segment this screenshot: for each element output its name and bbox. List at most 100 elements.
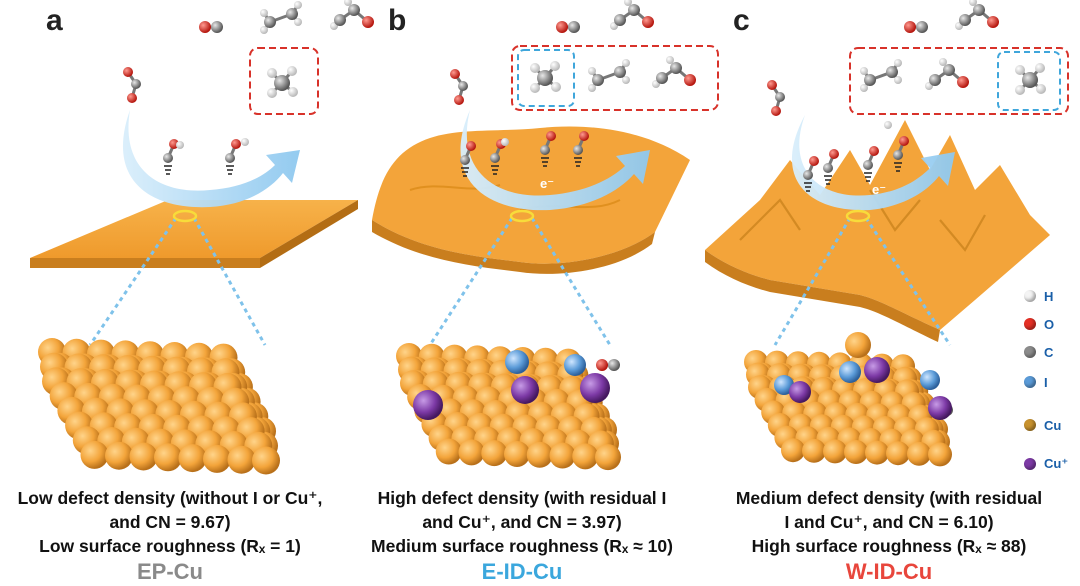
- carbon-atom: [656, 72, 668, 84]
- panel-a-surface: [30, 200, 358, 268]
- oxygen-atom-icon: [1024, 318, 1036, 330]
- oxygen-atom: [684, 74, 696, 86]
- copper-atom: [227, 445, 256, 474]
- copper-atom: [129, 442, 158, 471]
- hydrogen-atom: [501, 138, 509, 146]
- hydrogen-atom: [288, 87, 298, 97]
- legend-item-cuplus: Cu⁺: [1024, 452, 1068, 476]
- caption-c: Medium defect density (with residual I a…: [714, 486, 1064, 558]
- carbon-atom: [614, 14, 626, 26]
- hydrogen-atom: [550, 61, 560, 71]
- panel-letter-c: c: [733, 4, 750, 37]
- carbon-atom: [568, 21, 580, 33]
- oxygen-atom: [454, 95, 464, 105]
- oxygen-atom: [466, 141, 476, 151]
- carbon-atom: [916, 21, 928, 33]
- oxygen-atom: [957, 76, 969, 88]
- hydrogen-atom: [624, 0, 632, 6]
- hydrogen-atom: [1036, 84, 1046, 94]
- carbon-atom: [334, 14, 346, 26]
- carbon-atom: [458, 81, 468, 91]
- adsorption-marker: [894, 162, 902, 172]
- copper-atom: [802, 438, 826, 463]
- carbon-atom: [893, 150, 903, 160]
- legend-label: Cu: [1044, 417, 1062, 433]
- oxygen-atom: [869, 146, 879, 156]
- hydrogen-atom: [1035, 63, 1045, 73]
- legend-item-h: H: [1024, 284, 1053, 308]
- carbon-atom: [225, 153, 235, 163]
- carbon-atom: [348, 4, 360, 16]
- copper-ion: [580, 373, 610, 403]
- copper-ion: [511, 376, 539, 404]
- hydrogen-atom: [969, 0, 977, 6]
- legend-item-o: O: [1024, 312, 1054, 336]
- legend-label: H: [1044, 288, 1054, 304]
- hydrogen-atom: [860, 67, 868, 75]
- electron-arrow-a: [122, 110, 301, 208]
- caption-b-line-1: High defect density (with residual I: [377, 488, 667, 508]
- oxygen-atom: [987, 16, 999, 28]
- oxygen-atom: [596, 359, 608, 371]
- oxygen-atom: [231, 139, 241, 149]
- panel-c-surface: [705, 120, 1050, 342]
- carbon-atom: [1022, 72, 1038, 88]
- hydrogen-atom: [260, 9, 268, 17]
- carbon-atom: [864, 74, 876, 86]
- adsorption-marker: [491, 165, 499, 175]
- copper-atom: [572, 443, 599, 470]
- oxygen-atom: [809, 156, 819, 166]
- hydrogen-atom: [267, 68, 277, 78]
- sample-name-c: W-ID-Cu: [845, 559, 933, 584]
- copper-ion-icon: [1024, 458, 1036, 470]
- electron-label-b: e⁻: [540, 176, 555, 191]
- copper-atom: [526, 441, 553, 468]
- copper-atom: [781, 438, 805, 463]
- carbon-atom: [608, 359, 620, 371]
- legend-label: O: [1044, 316, 1055, 332]
- copper-atom: [595, 444, 621, 471]
- hydrogen-atom: [287, 66, 297, 76]
- copper-ion: [413, 390, 443, 420]
- atomic-clusters: [38, 332, 952, 475]
- copper-atom: [928, 442, 952, 467]
- copper-atom: [154, 443, 182, 472]
- panel-letter-b: b: [388, 4, 407, 37]
- hydrogen-atom: [267, 88, 277, 98]
- electron-label-c: e⁻: [872, 182, 887, 197]
- adsorption-marker: [541, 157, 549, 167]
- carbon-atom: [537, 70, 553, 86]
- carbon-atom: [973, 4, 985, 16]
- hydrogen-atom: [294, 18, 302, 26]
- hydrogen-atom: [176, 141, 184, 149]
- oxygen-atom: [450, 69, 460, 79]
- legend-item-c: C: [1024, 340, 1053, 364]
- electron-arrow-c: [791, 115, 955, 211]
- electron-label-a: e⁻: [207, 177, 222, 192]
- hydrogen-atom: [894, 76, 902, 84]
- methane-box-b: [517, 49, 575, 107]
- copper-atom: [865, 440, 889, 465]
- carbon-atom: [540, 145, 550, 155]
- copper-atom: [886, 441, 910, 466]
- carbon-atom: [131, 79, 141, 89]
- oxygen-atom: [829, 149, 839, 159]
- copper-atom-icon: [1024, 419, 1036, 431]
- legend-item-i: I: [1024, 370, 1048, 394]
- hydrogen-atom: [860, 84, 868, 92]
- copper-atom: [504, 440, 530, 467]
- oxygen-atom: [362, 16, 374, 28]
- carbon-atom: [929, 74, 941, 86]
- carbon-atom: [803, 170, 813, 180]
- zoom-spots: [172, 209, 871, 223]
- electron-arrow-b: [460, 110, 650, 211]
- panel-b-surface: [372, 126, 690, 274]
- copper-ion: [864, 357, 890, 383]
- carbon-atom: [614, 66, 626, 78]
- oxygen-atom: [904, 21, 916, 33]
- legend-label: Cu⁺: [1044, 456, 1069, 471]
- iodine-atom: [774, 375, 794, 395]
- caption-b: High defect density (with residual I and…: [347, 486, 697, 558]
- caption-a-line-2: and CN = 9.67): [109, 512, 231, 532]
